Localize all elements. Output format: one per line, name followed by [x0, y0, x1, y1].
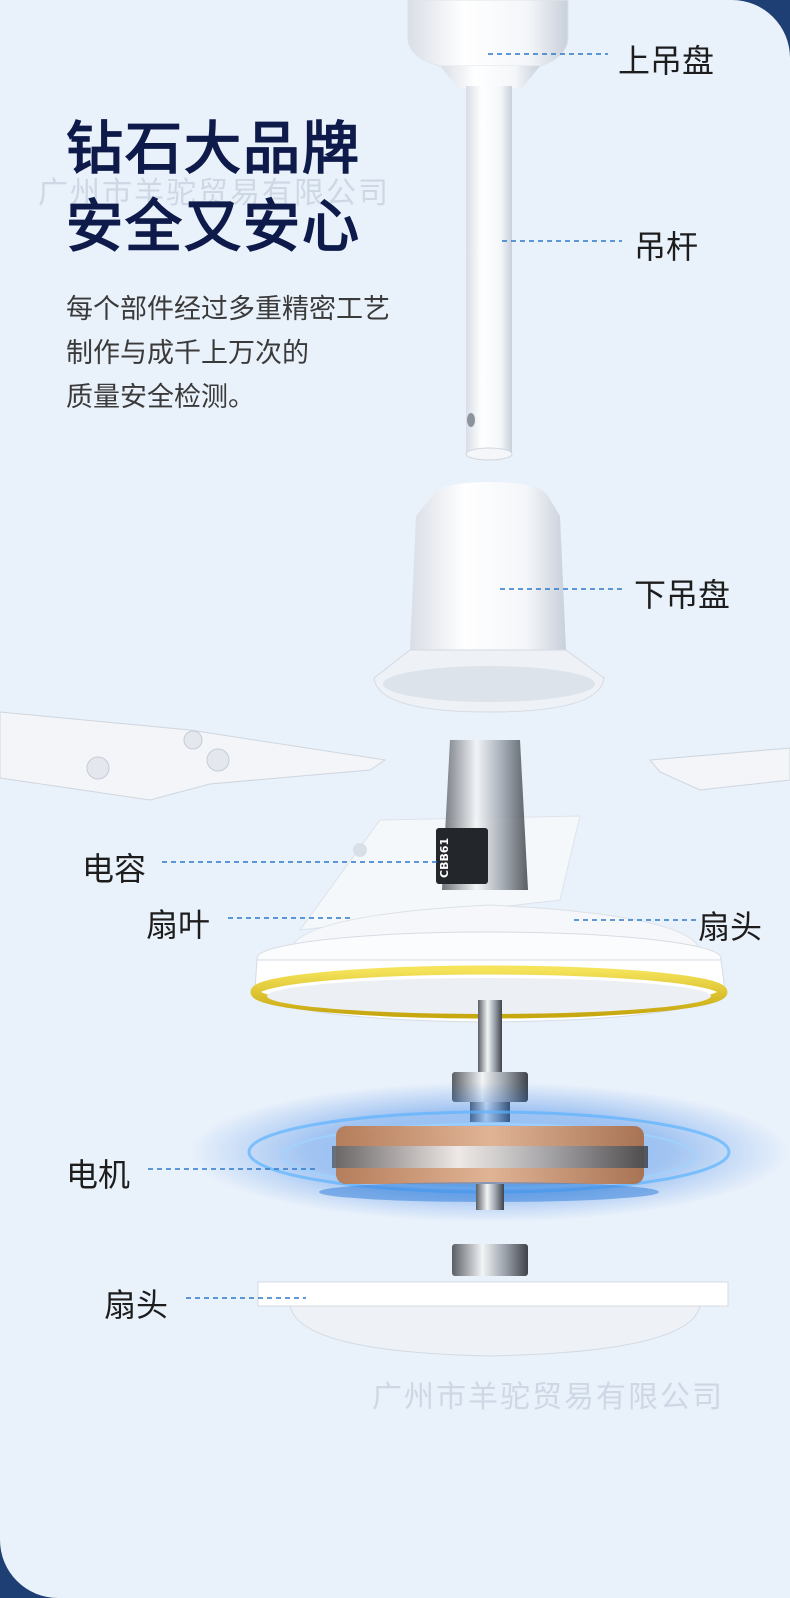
- headline-line-2: 安全又安心: [66, 194, 361, 260]
- down-rod-part: [465, 86, 513, 461]
- label-down-rod: 吊杆: [634, 228, 699, 266]
- fan-head-upper-part: [250, 740, 728, 1023]
- label-motor: 电机: [66, 1156, 131, 1194]
- headline: 钻石大品牌 安全又安心: [66, 110, 361, 266]
- label-capacitor: 电容: [82, 850, 147, 888]
- description-line-3: 质量安全检测。: [66, 382, 255, 413]
- fan-head-bottom-part: [257, 1281, 729, 1357]
- label-fan-head-right: 扇头: [698, 908, 763, 946]
- capacitor-marking: CBB61: [438, 838, 451, 878]
- motor-part: [189, 1082, 789, 1222]
- blade-arms: [0, 711, 790, 931]
- headline-line-1: 钻石大品牌: [66, 116, 361, 182]
- label-blade: 扇叶: [146, 906, 211, 944]
- bearing-part: [452, 1244, 528, 1276]
- label-fan-head-bottom: 扇头: [104, 1286, 169, 1324]
- description-line-2: 制作与成千上万次的: [66, 338, 309, 369]
- upper-canopy-part: [407, 0, 569, 88]
- lower-canopy-part: [373, 482, 605, 713]
- watermark-top: 广州市羊驼贸易有限公司: [38, 176, 390, 211]
- label-upper-canopy: 上吊盘: [618, 42, 715, 80]
- description: 每个部件经过多重精密工艺 制作与成千上万次的 质量安全检测。: [66, 288, 436, 420]
- label-lower-canopy: 下吊盘: [634, 576, 731, 614]
- capacitor-part: CBB61: [436, 828, 488, 884]
- watermark-bottom: 广州市羊驼贸易有限公司: [372, 1380, 724, 1415]
- description-line-1: 每个部件经过多重精密工艺: [66, 294, 390, 325]
- leader-lines: [148, 53, 696, 1299]
